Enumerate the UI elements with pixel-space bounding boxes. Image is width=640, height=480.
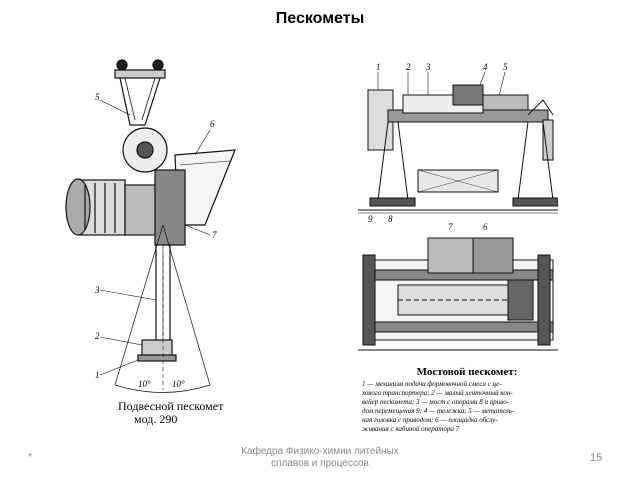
footer-asterisk: *	[28, 452, 32, 463]
callout-top-2: 2	[406, 62, 411, 72]
right-caption: Мостовой пескомет: 1 — механизм подачи ф…	[362, 366, 572, 434]
callout-top-1: 1	[376, 62, 381, 72]
footer-line-2: сплавов и процессов	[271, 458, 369, 469]
footer-department: Кафедра Физико-химии литейных сплавов и …	[220, 446, 420, 470]
slide-title: Пескометы	[275, 10, 365, 27]
footer-line-1: Кафедра Физико-химии литейных	[241, 446, 399, 457]
legend-line-1: 1 — механизм подачи формовочной смеси с …	[362, 380, 502, 388]
callout-plan-7: 7	[448, 222, 453, 232]
callout-bottom-9: 9	[368, 214, 373, 224]
callout-2: 2	[95, 331, 100, 341]
legend-line-4: дом перемещения 9; 4 — тележка; 5 — мета…	[362, 407, 515, 415]
angle-right: 10°	[172, 379, 185, 389]
callout-plan-6: 6	[483, 222, 488, 232]
left-caption: Подвесной пескомет мод. 290	[118, 400, 223, 426]
callout-7: 7	[212, 230, 217, 240]
callout-3: 3	[94, 285, 100, 295]
callout-top-3: 3	[425, 62, 431, 72]
legend-line-5: ная головка с приводом; 6 — площадка обс…	[362, 416, 498, 424]
left-caption-line1: Подвесной пескомет	[118, 399, 224, 413]
hanging-sand-slinger-drawing: 5 6 7 3 2 1 10° 10°	[60, 55, 250, 395]
angle-left: 10°	[138, 379, 151, 389]
callout-top-5: 5	[503, 62, 508, 72]
callout-6: 6	[210, 119, 215, 129]
legend-line-2: хового транспортера; 2 — малый ленточный…	[362, 389, 513, 397]
callout-top-4: 4	[483, 62, 488, 72]
legend-line-6: живания с кабиной оператора 7	[362, 425, 460, 433]
callout-bottom-8: 8	[388, 214, 393, 224]
page-number: 15	[590, 452, 603, 464]
callout-5: 5	[95, 92, 100, 102]
callout-1: 1	[95, 370, 100, 380]
left-caption-line2: мод. 290	[134, 412, 178, 426]
bridge-sand-slinger-drawing: 1 2 3 4 5 9 8 7 6	[358, 60, 558, 360]
right-caption-title: Мостовой пескомет:	[416, 366, 518, 378]
legend-line-3: вейер пескомета; 3 — мост с опорами 8 и …	[362, 398, 510, 406]
